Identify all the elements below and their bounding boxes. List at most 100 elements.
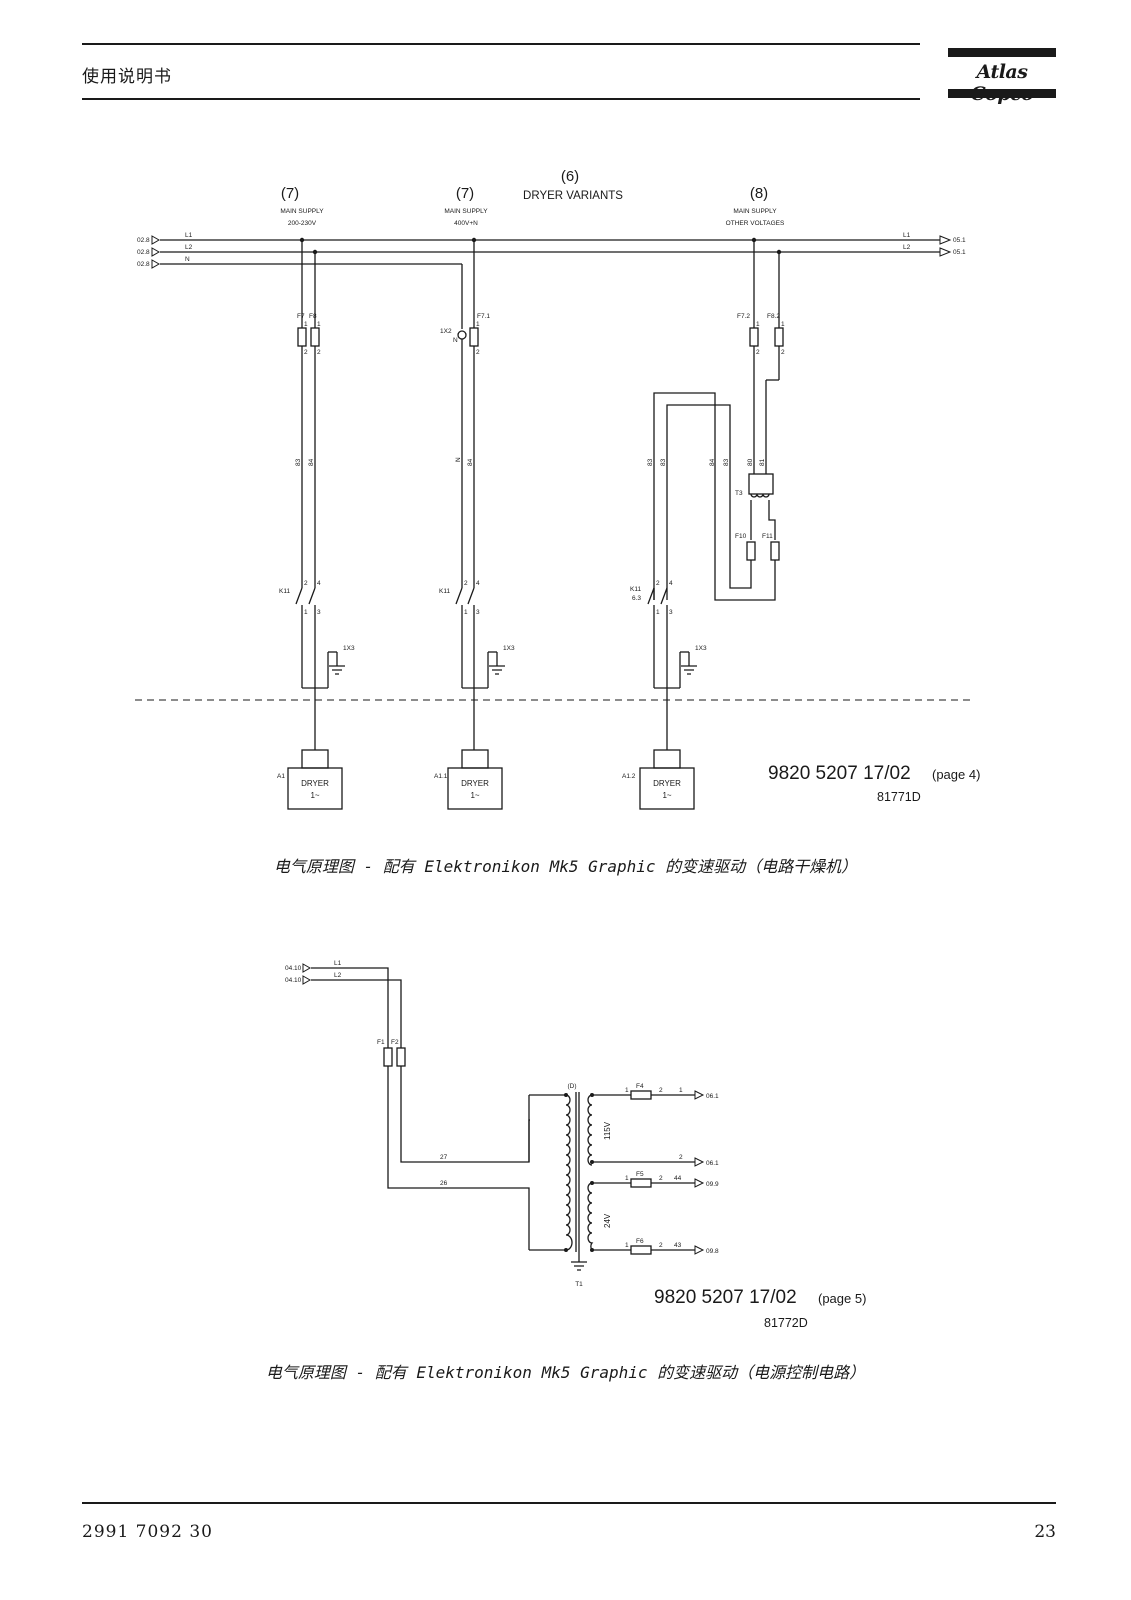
primary-circuit — [311, 967, 705, 1271]
doc-ref-page5-page: (page 5) — [818, 1291, 866, 1306]
in-ref-l1: 04.10 — [285, 965, 302, 972]
bus-in-ref-3: 02.8 — [137, 261, 150, 268]
wire-c2-n: N — [455, 457, 462, 462]
column-2-circuit — [447, 240, 505, 810]
doc-id-81772d: 81772D — [764, 1316, 808, 1330]
footer-page-number: 23 — [1034, 1522, 1056, 1542]
pin-k11-c2-2: 2 — [464, 580, 468, 587]
pin-f5-2: 2 — [659, 1175, 663, 1182]
pin-f8-1: 1 — [317, 321, 321, 328]
transformer-t3: T3 — [735, 490, 743, 497]
out-ref-061b: 06.1 — [706, 1160, 719, 1167]
pin-f71-1: 1 — [476, 321, 480, 328]
wire-c3-80: 80 — [747, 458, 754, 466]
label-l2: L2 — [334, 972, 342, 979]
fuse-f7-1: F7.1 — [477, 313, 490, 320]
trafo-top-label: (D) — [567, 1083, 576, 1090]
col2-supply-label: MAIN SUPPLY — [444, 208, 488, 215]
pin-f8-2: 2 — [317, 349, 321, 356]
bus-out-ref-2: 05.1 — [953, 249, 966, 256]
footer-rule — [82, 1502, 1056, 1504]
wire-label-27: 27 — [440, 1154, 448, 1161]
col3-number: (8) — [750, 185, 768, 202]
doc-id-81771d: 81771D — [877, 790, 921, 804]
fuse-f8-2: F8.2 — [767, 313, 780, 320]
col1-supply-label: MAIN SUPPLY — [280, 208, 324, 215]
pin-f4-1: 1 — [625, 1087, 629, 1094]
contactor-k11-c1: K11 — [279, 588, 290, 595]
bus-label-l2: L2 — [185, 244, 193, 251]
footer-doc-number: 2991 7092 30 — [82, 1522, 213, 1542]
bus-in-ref-2: 02.8 — [137, 249, 150, 256]
fuse-f7: F7 — [297, 313, 305, 320]
variants-number: (6) — [561, 168, 579, 185]
wire-c3-81: 81 — [759, 458, 766, 466]
pin-f5-1: 1 — [625, 1175, 629, 1182]
fuse-f11: F11 — [762, 533, 773, 540]
col3-supply-voltage: OTHER VOLTAGES — [726, 220, 785, 227]
earth-1x3-c1: 1X3 — [343, 645, 355, 652]
pin-43: 43 — [674, 1242, 682, 1249]
bus-label-n: N — [185, 256, 190, 263]
bus-out-label-l1: L1 — [903, 232, 911, 239]
fuse-f1: F1 — [377, 1039, 385, 1046]
caption-dryer-circuit: 电气原理图 - 配有 Elektronikon Mk5 Graphic 的变速驱… — [273, 857, 858, 876]
header-bottom-rule — [82, 98, 920, 100]
pin-k11-c3-1: 1 — [656, 609, 660, 616]
header-title: 使用说明书 — [82, 67, 172, 87]
pin-k11-c1-2: 2 — [304, 580, 308, 587]
input-arrows-2 — [302, 963, 312, 985]
dryer-id-a1: A1 — [277, 773, 285, 780]
contactor-k11-c3-sub: 6.3 — [632, 595, 641, 602]
dryer-sub-c2: 1~ — [470, 791, 479, 800]
pin-k11-c1-4: 4 — [317, 580, 321, 587]
pin-f82-1: 1 — [781, 321, 785, 328]
bus-label-l1: L1 — [185, 232, 193, 239]
wire-c1-83: 83 — [295, 458, 302, 466]
pin-out-2: 2 — [679, 1154, 683, 1161]
in-ref-l2: 04.10 — [285, 977, 302, 984]
terminal-1x2-n: N — [453, 337, 458, 344]
pin-out-1: 1 — [679, 1087, 683, 1094]
pin-k11-c1-1: 1 — [304, 609, 308, 616]
fuse-f4: F4 — [636, 1083, 644, 1090]
fuse-f2: F2 — [391, 1039, 399, 1046]
pin-k11-c1-3: 3 — [317, 609, 321, 616]
dryer-id-a11: A1.1 — [434, 773, 448, 780]
wire-c3-83c: 83 — [723, 458, 730, 466]
output-arrows-2 — [694, 1090, 705, 1255]
wire-c1-84: 84 — [308, 458, 315, 466]
fuse-f10: F10 — [735, 533, 747, 540]
col3-supply-label: MAIN SUPPLY — [733, 208, 777, 215]
pin-k11-c3-3: 3 — [669, 609, 673, 616]
header-top-rule — [82, 43, 920, 45]
pin-k11-c2-4: 4 — [476, 580, 480, 587]
wire-c3-84: 84 — [709, 458, 716, 466]
doc-ref-page4-page: (page 4) — [932, 767, 980, 782]
pin-k11-c2-1: 1 — [464, 609, 468, 616]
atlas-copco-logo: Atlas Copco — [948, 48, 1056, 105]
pin-f6-1: 1 — [625, 1242, 629, 1249]
bus-in-ref-1: 02.8 — [137, 237, 150, 244]
out-ref-061a: 06.1 — [706, 1093, 719, 1100]
fuse-f7-2: F7.2 — [737, 313, 750, 320]
fuse-f5: F5 — [636, 1171, 644, 1178]
column-3-circuit — [639, 240, 784, 810]
dryer-sub-c1: 1~ — [310, 791, 319, 800]
pin-f4-2: 2 — [659, 1087, 663, 1094]
voltage-115v: 115V — [603, 1121, 612, 1140]
dryer-id-a12: A1.2 — [622, 773, 636, 780]
bus-out-label-l2: L2 — [903, 244, 911, 251]
wire-label-26: 26 — [440, 1180, 448, 1187]
wire-c3-83b: 83 — [660, 458, 667, 466]
doc-ref-page5: 9820 5207 17/02 — [654, 1287, 797, 1308]
column-1-circuit — [287, 240, 345, 810]
trafo-t1: T1 — [575, 1281, 583, 1288]
label-l1: L1 — [334, 960, 342, 967]
dryer-label-c2: DRYER — [461, 779, 489, 788]
terminal-1x2: 1X2 — [440, 328, 452, 335]
dryer-label-c1: DRYER — [301, 779, 329, 788]
pin-f7-1: 1 — [304, 321, 308, 328]
pin-k11-c3-4: 4 — [669, 580, 673, 587]
caption-power-control-circuit: 电气原理图 - 配有 Elektronikon Mk5 Graphic 的变速驱… — [265, 1363, 866, 1382]
